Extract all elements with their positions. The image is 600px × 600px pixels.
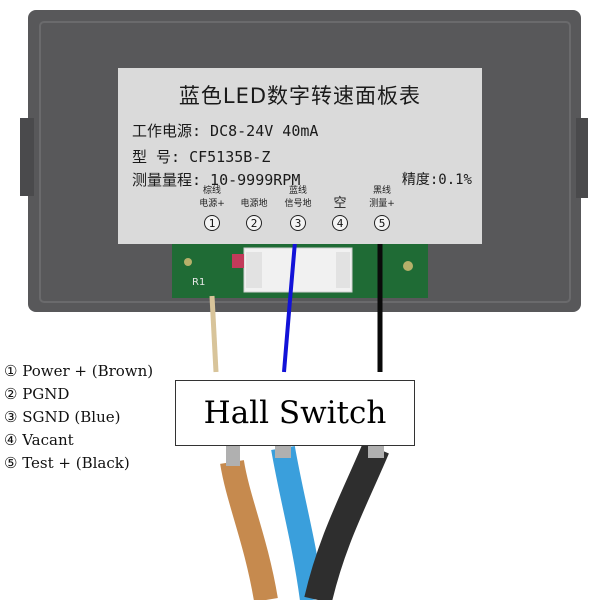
side-clip-right: [576, 118, 588, 198]
pin-5-terminal: 5: [374, 215, 390, 231]
pin-1-top-label: 棕线: [202, 186, 221, 196]
pin-5-label: 测量+: [369, 199, 395, 209]
legend-item-power: ① Power + (Brown): [4, 362, 154, 380]
pin-4-label: 空: [333, 196, 347, 211]
brown-wire-upper: [209, 295, 219, 373]
legend-item-test: ⑤ Test + (Black): [4, 454, 130, 472]
measuring-range: 测量量程: 10-9999RPM: [132, 171, 301, 189]
pin-4-terminal: 4: [332, 215, 348, 231]
pin-3-terminal: 3: [290, 215, 306, 231]
black-cable: [304, 442, 389, 600]
pin-2-label: 电源地: [240, 199, 268, 209]
legend-item-pgnd: ② PGND: [4, 385, 70, 403]
pin-3-top-label: 蓝线: [288, 186, 307, 196]
model-number: 型 号: CF5135B-Z: [132, 148, 271, 166]
blue-signal-wire-upper: [282, 229, 298, 373]
side-clip-left: [20, 118, 34, 196]
legend-item-sgnd: ③ SGND (Blue): [4, 408, 121, 426]
pin-2-terminal: 2: [246, 215, 262, 231]
power-spec: 工作电源: DC8-24V 40mA: [132, 122, 319, 140]
panel-label: 蓝色LED数字转速面板表 工作电源: DC8-24V 40mA 型 号: CF5…: [118, 68, 482, 244]
hall-switch-label: Hall Switch: [175, 380, 415, 446]
panel-title: 蓝色LED数字转速面板表: [178, 84, 422, 108]
pin-1-terminal: 1: [204, 215, 220, 231]
board-marking: R1: [192, 277, 205, 288]
pin-1-label: 电源+: [199, 199, 225, 209]
pin-5-top-label: 黑线: [372, 186, 391, 196]
accuracy-spec: 精度:0.1%: [401, 172, 472, 188]
pin-3-label: 信号地: [284, 199, 312, 209]
legend-item-vacant: ④ Vacant: [4, 431, 74, 449]
brown-cable: [220, 459, 278, 600]
pin-legend: ① Power + (Brown) ② PGND ③ SGND (Blue) ④…: [4, 360, 153, 475]
